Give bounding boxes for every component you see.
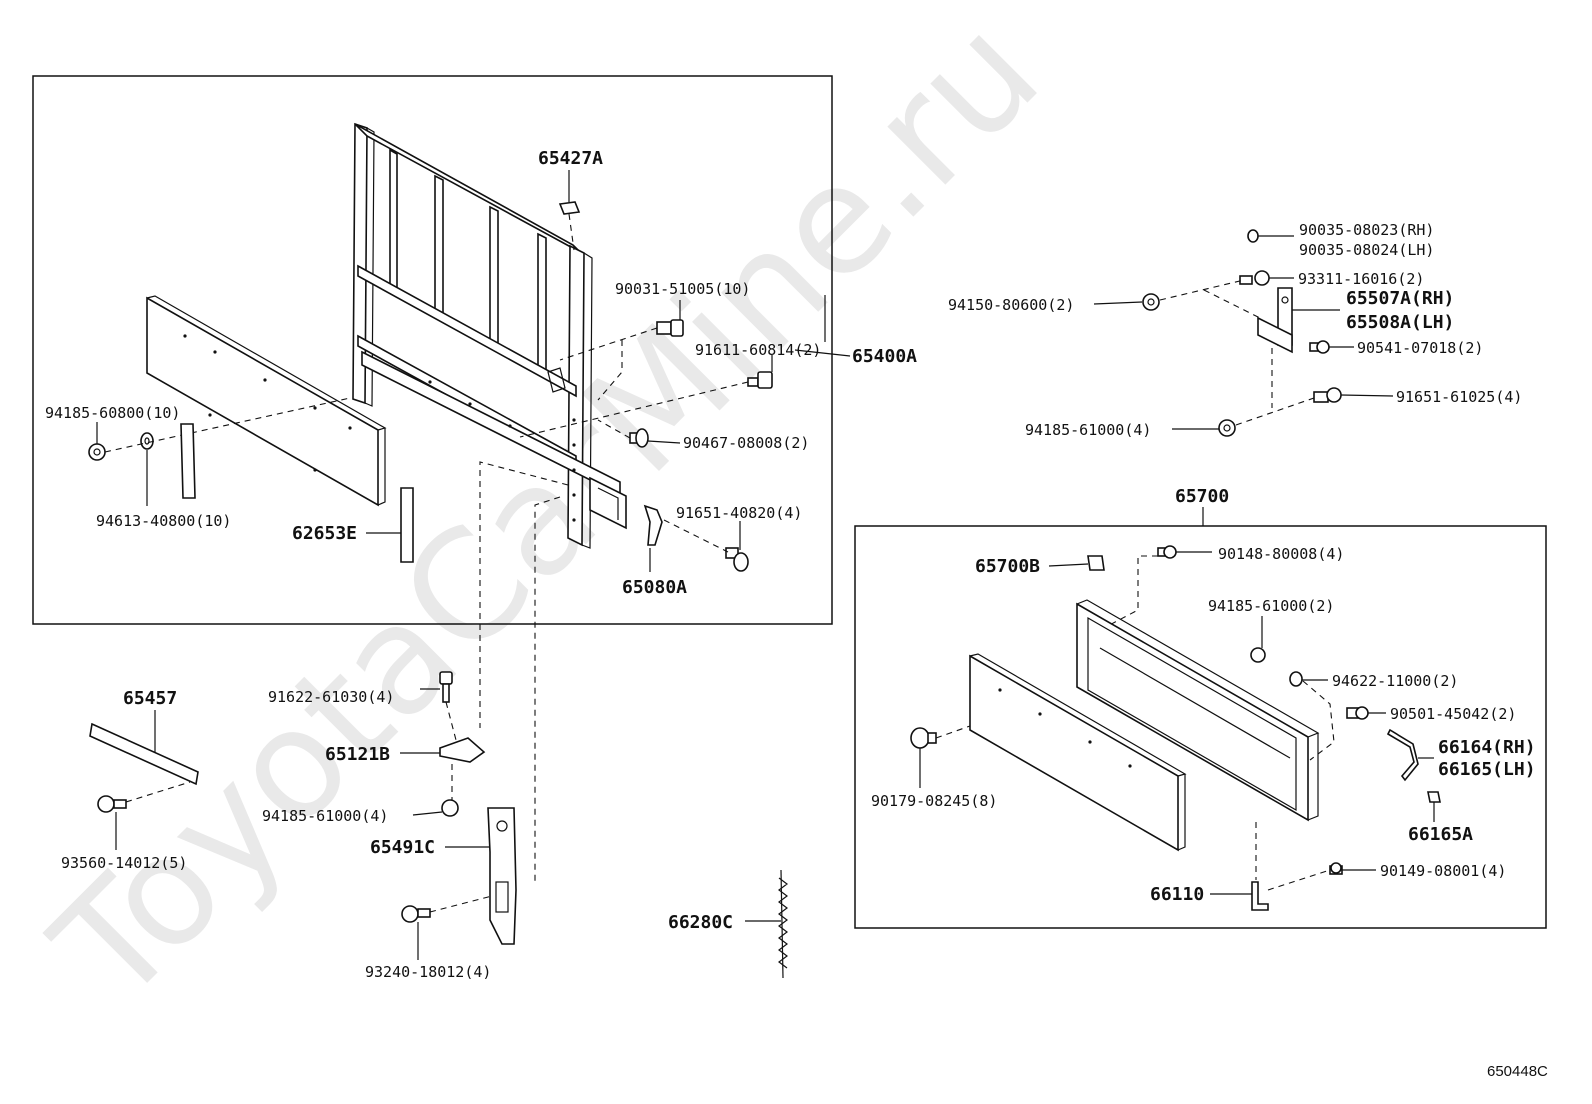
handle-66164 <box>1386 728 1419 782</box>
label-91611: 91611-60814(2) <box>695 341 821 359</box>
label-66165a: 66165A <box>1408 824 1473 845</box>
label-66280c: 66280C <box>668 912 733 933</box>
label-65491c: 65491C <box>370 837 435 858</box>
bolt-90541 <box>1309 340 1330 354</box>
header-panel-group-box <box>32 75 833 625</box>
hook-65080a <box>643 504 663 546</box>
label-90541: 90541-07018(2) <box>1357 339 1483 357</box>
label-90031: 90031-51005(10) <box>615 280 750 298</box>
bolt-90501 <box>1346 706 1369 720</box>
label-94185-61000c: 94185-61000(4) <box>262 807 388 825</box>
label-65700b: 65700B <box>975 556 1040 577</box>
label-65400a: 65400A <box>852 346 917 367</box>
label-90501: 90501-45042(2) <box>1390 705 1516 723</box>
label-65427a: 65427A <box>538 148 603 169</box>
nut-94185-61000c <box>441 799 459 817</box>
label-66110: 66110 <box>1150 884 1204 905</box>
bracket-65491c <box>487 807 517 945</box>
label-90467: 90467-08008(2) <box>683 434 809 452</box>
pad-62653e <box>400 487 414 563</box>
label-66164: 66164(RH) <box>1438 737 1536 758</box>
bolt-93311 <box>1239 270 1270 286</box>
label-90179: 90179-08245(8) <box>871 792 997 810</box>
label-94185-61000b: 94185-61000(2) <box>1208 597 1334 615</box>
label-90149: 90149-08001(4) <box>1380 862 1506 880</box>
cap-65427a <box>558 201 581 215</box>
label-65457: 65457 <box>123 688 177 709</box>
chain-66280c <box>778 869 788 979</box>
header-board <box>146 295 387 507</box>
label-90035-rh: 90035-08023(RH) <box>1299 221 1434 239</box>
label-65508a: 65508A(LH) <box>1346 312 1454 333</box>
label-90035-lh: 90035-08024(LH) <box>1299 241 1434 259</box>
bolt-91622 <box>439 671 453 703</box>
strip-65457 <box>89 722 199 786</box>
label-91651-40820: 91651-40820(4) <box>676 504 802 522</box>
screw-90148 <box>1157 545 1177 559</box>
label-62653e: 62653E <box>292 523 357 544</box>
bolt-90031 <box>656 319 684 337</box>
nut-94185-61000a <box>1218 419 1236 437</box>
leader-lines <box>96 170 1435 960</box>
washer-94613 <box>140 432 154 450</box>
bolt-91651-40820 <box>725 547 749 572</box>
label-94185-61000a: 94185-61000(4) <box>1025 421 1151 439</box>
label-65507a: 65507A(RH) <box>1346 288 1454 309</box>
hinge-65507a <box>1257 287 1293 354</box>
clip-65700b <box>1087 555 1105 571</box>
pin-90467 <box>629 428 649 448</box>
washer-94622 <box>1289 671 1303 687</box>
nut-94185-61000b <box>1250 647 1266 663</box>
label-94185-60800: 94185-60800(10) <box>45 404 180 422</box>
gate-frame <box>1076 599 1320 822</box>
label-94613: 94613-40800(10) <box>96 512 231 530</box>
bolt-91651-61025 <box>1313 387 1342 403</box>
screw-93240 <box>401 905 431 923</box>
label-65080a: 65080A <box>622 577 687 598</box>
gate-board <box>969 653 1187 852</box>
nut-94150 <box>1142 293 1160 311</box>
cap-90035 <box>1247 229 1259 243</box>
screw-93560 <box>97 795 127 813</box>
label-66165: 66165(LH) <box>1438 759 1536 780</box>
label-91622: 91622-61030(4) <box>268 688 394 706</box>
screw-90149 <box>1329 862 1343 875</box>
diagram-code: 650448C <box>1487 1063 1548 1080</box>
label-93240: 93240-18012(4) <box>365 963 491 981</box>
header-guard-frame <box>352 122 627 549</box>
label-94150: 94150-80600(2) <box>948 296 1074 314</box>
strip-94613 <box>180 423 196 499</box>
bracket-66110 <box>1251 881 1269 911</box>
nut-94185-60800 <box>88 443 106 461</box>
label-65700: 65700 <box>1175 486 1229 507</box>
label-93560: 93560-14012(5) <box>61 854 187 872</box>
label-90148: 90148-80008(4) <box>1218 545 1344 563</box>
label-91651-61025: 91651-61025(4) <box>1396 388 1522 406</box>
button-90179 <box>910 727 937 749</box>
part-labels: 65427A 90031-51005(10) 91611-60814(2) 65… <box>45 148 1548 1080</box>
knob-66165a <box>1427 791 1441 803</box>
gate-group-box <box>854 525 1547 929</box>
bracket-65121b <box>439 737 486 763</box>
label-65121b: 65121B <box>325 744 390 765</box>
label-94622: 94622-11000(2) <box>1332 672 1458 690</box>
label-93311: 93311-16016(2) <box>1298 270 1424 288</box>
